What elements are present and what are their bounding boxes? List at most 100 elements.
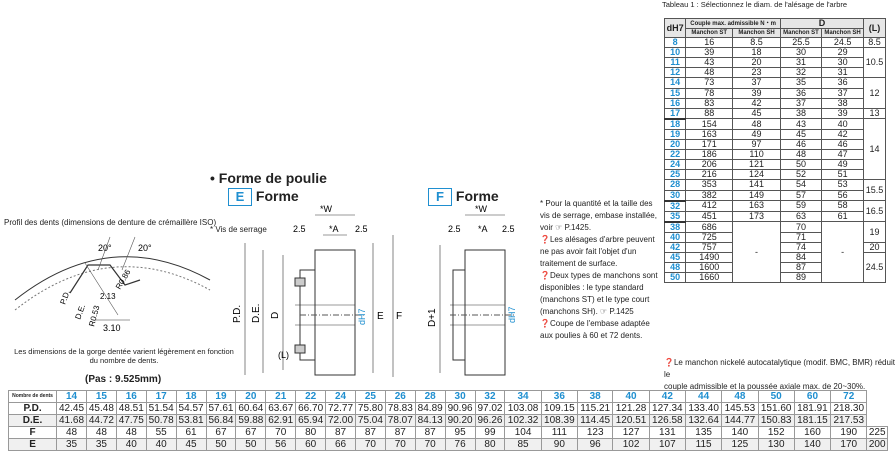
bore-diameter: 18 (663, 117, 687, 130)
cell-value: 126.58 (648, 414, 686, 427)
torque-sh: 42 (732, 97, 781, 109)
cell-value: 35 (85, 438, 117, 451)
cell-value: 90 (540, 438, 578, 451)
cell-value: 53.81 (175, 414, 207, 427)
cell-value: 107 (648, 438, 686, 451)
cell-value: 90.20 (444, 414, 476, 427)
a-label: *A (478, 224, 488, 234)
d-st: 38 (779, 107, 823, 120)
d-sh: - (821, 221, 865, 284)
cell-value: 60 (295, 438, 327, 451)
d-sh: 29 (821, 47, 865, 59)
cell-value: 144.77 (721, 414, 759, 427)
torque-sh: 39 (732, 87, 781, 99)
note-item: ❓Les alésages d'arbre peuvent ne pas avo… (540, 235, 655, 268)
w-label: *W (475, 204, 488, 214)
cell-value: 54.57 (175, 402, 207, 415)
d-sh: 24.5 (821, 37, 865, 49)
cell-value: 62.91 (265, 414, 297, 427)
l-value: 20 (863, 241, 886, 254)
a-label: *A (329, 224, 339, 234)
torque-sh: 23 (732, 67, 781, 79)
d-st: 71 (779, 231, 823, 243)
teeth-count: 19 (205, 390, 237, 403)
form-f-drawing: *W *A 2.5 2.5 D+1 dH7 (427, 204, 517, 376)
torque-sh: 49 (732, 128, 781, 141)
torque-st: 451 (685, 210, 734, 223)
torque-st: 16 (685, 37, 734, 49)
info-icon: ❓ (540, 271, 550, 280)
torque-st: 78 (685, 87, 734, 99)
cell-value: 132.64 (684, 414, 723, 427)
cell-value: 145.53 (721, 402, 759, 415)
cell-value: 140 (721, 426, 759, 439)
torque-sh: 141 (732, 179, 781, 191)
d-st: 25.5 (779, 37, 823, 49)
teeth-count: 20 (235, 390, 267, 403)
form-f-badge: F (428, 188, 452, 206)
cell-value: 50 (205, 438, 237, 451)
bore-diameter: 35 (663, 210, 687, 223)
cell-value: 102 (612, 438, 650, 451)
teeth-count: 38 (576, 390, 614, 403)
d-header: D (779, 17, 865, 30)
l-label: (L) (278, 350, 289, 360)
l-value: 10.5 (863, 47, 886, 79)
e-label: E (377, 311, 384, 322)
cell-value: 48 (115, 426, 147, 439)
d-sh: 61 (821, 210, 865, 223)
cell-value: 102.32 (504, 414, 542, 427)
bore-diameter: 30 (663, 189, 687, 202)
bore-diameter: 22 (663, 149, 687, 161)
bore-diameter: 42 (663, 241, 687, 254)
d-st: 54 (779, 179, 823, 191)
dh7-header: dH7 (663, 17, 687, 39)
torque-st: 171 (685, 139, 734, 151)
offset-label: 2.5 (293, 224, 306, 234)
d-sh: 58 (821, 200, 865, 212)
d-sh: 39 (821, 107, 865, 120)
cell-value: 65.94 (295, 414, 327, 427)
teeth-count-header: Nombre de dents (7, 390, 58, 403)
l-value: 13 (863, 107, 886, 120)
cell-value: 104 (504, 426, 542, 439)
bore-diameter: 38 (663, 220, 687, 233)
teeth-count: 25 (354, 390, 386, 403)
cell-value: 48 (56, 426, 87, 439)
torque-st: 353 (685, 179, 734, 191)
offset-label: 2.5 (502, 224, 515, 234)
cell-value: 51.54 (145, 402, 177, 415)
cell-value: 41.68 (56, 414, 87, 427)
bore-diameter: 16 (663, 97, 687, 109)
cell-value: 150.83 (757, 414, 795, 427)
teeth-count: 48 (721, 390, 759, 403)
cell-value: 135 (684, 426, 723, 439)
d-sh: 38 (821, 97, 865, 109)
cell-value: 125 (721, 438, 759, 451)
cell-value: 57.61 (205, 402, 237, 415)
d-st: 52 (779, 169, 823, 181)
cell-value: 70 (354, 438, 386, 451)
cell-value: 109.15 (540, 402, 578, 415)
d-st: 31 (779, 57, 823, 69)
torque-st: 757 (685, 241, 734, 254)
cell-value: 40 (115, 438, 147, 451)
cell-value: 225 (866, 426, 888, 439)
torque-st: 43 (685, 57, 734, 69)
cell-value: 56.84 (205, 414, 237, 427)
cell-value: 160 (793, 426, 832, 439)
cell-value: 181.91 (793, 402, 832, 415)
profile-title: Profil des dents (dimensions de denture … (4, 218, 217, 227)
legend-line: couple admissible et la poussée axiale m… (664, 382, 866, 391)
bore-diameter: 19 (663, 128, 687, 141)
teeth-count: 60 (793, 390, 832, 403)
d-st: 57 (779, 189, 823, 202)
torque-sh: 163 (732, 200, 781, 212)
bore-diameter: 48 (663, 262, 687, 274)
cell-value: 84.13 (414, 414, 446, 427)
